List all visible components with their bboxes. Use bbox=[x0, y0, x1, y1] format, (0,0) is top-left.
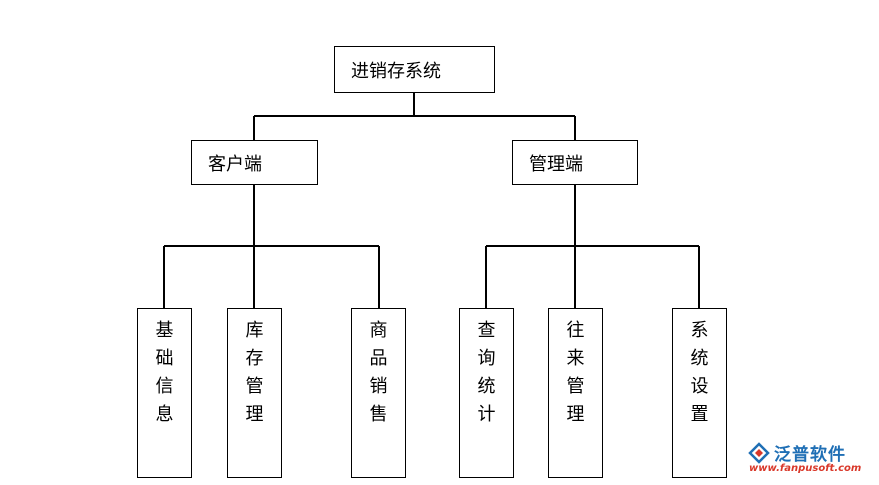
watermark: 泛普软件 www.fanpusoft.com bbox=[746, 440, 876, 480]
leaf-label: 基础信息 bbox=[155, 320, 174, 425]
leaf-node-settings: 系统设置 bbox=[672, 308, 727, 478]
leaf-label: 往来管理 bbox=[566, 320, 585, 425]
root-label: 进销存系统 bbox=[351, 60, 441, 82]
root-node: 进销存系统 bbox=[334, 46, 495, 93]
watermark-url: www.fanpusoft.com bbox=[749, 463, 862, 474]
leaf-label: 库存管理 bbox=[245, 320, 264, 425]
leaf-node-sales: 商品销售 bbox=[351, 308, 406, 478]
branch-label: 客户端 bbox=[208, 153, 262, 175]
leaf-node-basic-info: 基础信息 bbox=[137, 308, 192, 478]
branch-label: 管理端 bbox=[529, 153, 583, 175]
branch-node-admin: 管理端 bbox=[512, 140, 638, 185]
watermark-brand: 泛普软件 bbox=[774, 445, 846, 465]
leaf-label: 商品销售 bbox=[369, 320, 388, 425]
leaf-node-accounts: 往来管理 bbox=[548, 308, 603, 478]
branch-node-client: 客户端 bbox=[191, 140, 318, 185]
leaf-node-inventory: 库存管理 bbox=[227, 308, 282, 478]
leaf-node-query-stats: 查询统计 bbox=[459, 308, 514, 478]
leaf-label: 查询统计 bbox=[477, 320, 496, 425]
leaf-label: 系统设置 bbox=[690, 320, 709, 425]
fanpu-logo-icon bbox=[748, 442, 770, 464]
